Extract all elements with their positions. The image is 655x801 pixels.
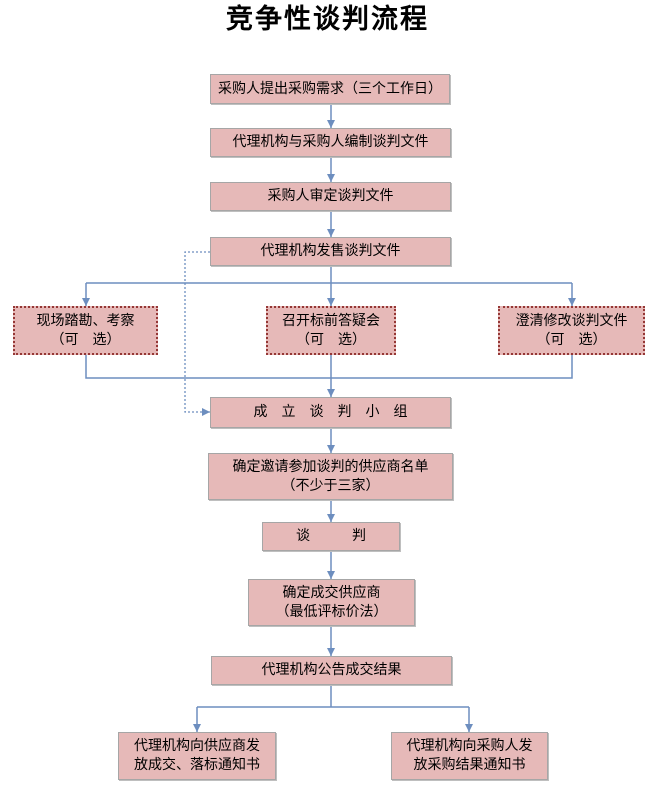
step-notify-purchaser-box: 代理机构向采购人发 放采购结果通知书 [391,732,548,780]
step-panel-label: 成 立 谈 判 小 组 [253,404,408,420]
step-announce-box: 代理机构公告成交结果 [211,656,452,685]
optional-site-visit-note: （可 选） [50,331,121,348]
step-select-label: 确定成交供应商 [282,584,381,601]
diagram-title: 竞争性谈判流程 [226,4,429,35]
optional-clarify-box: 澄清修改谈判文件 （可 选） [498,306,645,355]
step-negotiate-label: 谈 判 [296,528,366,544]
optional-clarify-label: 澄清修改谈判文件 [515,312,628,329]
step-announce-label: 代理机构公告成交结果 [261,662,402,678]
dotted-arrow-sell-to-panel [184,251,210,416]
connector-optional-merge [85,355,573,379]
step-invite-label: 确定邀请参加谈判的供应商名单 [232,458,429,475]
step-invite-note: （不少于三家） [281,477,380,494]
optional-qa-meeting-box: 召开标前答疑会 （可 选） [266,306,396,355]
step-approve-label: 采购人审定谈判文件 [267,188,394,204]
step-select-box: 确定成交供应商 （最低评标价法） [248,579,415,626]
step-select-note: （最低评标价法） [275,603,388,620]
step-prepare-label: 代理机构与采购人编制谈判文件 [232,134,429,150]
step-panel-box: 成 立 谈 判 小 组 [210,397,451,428]
optional-qa-meeting-note: （可 选） [296,331,366,348]
optional-clarify-note: （可 选） [536,331,607,348]
step-notify-supplier-box: 代理机构向供应商发 放成交、落标通知书 [118,732,276,780]
step-notify-supplier-line1: 代理机构向供应商发 [134,738,260,754]
step-negotiate-box: 谈 判 [262,522,400,551]
step-notify-purchaser-line1: 代理机构向采购人发 [406,738,533,754]
step-sell-box: 代理机构发售谈判文件 [210,237,451,266]
step-request-box: 采购人提出采购需求（三个工作日） [210,74,450,104]
optional-qa-meeting-label: 召开标前答疑会 [282,312,380,329]
step-prepare-box: 代理机构与采购人编制谈判文件 [210,128,451,157]
optional-site-visit-label: 现场踏勘、考察 [36,312,135,329]
optional-site-visit-box: 现场踏勘、考察 （可 选） [13,306,158,355]
step-notify-supplier-line2: 放成交、落标通知书 [134,757,260,773]
step-sell-label: 代理机构发售谈判文件 [260,243,401,259]
step-approve-box: 采购人审定谈判文件 [210,182,451,211]
step-notify-purchaser-line2: 放采购结果通知书 [413,757,526,773]
step-invite-box: 确定邀请参加谈判的供应商名单 （不少于三家） [208,453,453,500]
step-request-label: 采购人提出采购需求（三个工作日） [218,80,442,97]
